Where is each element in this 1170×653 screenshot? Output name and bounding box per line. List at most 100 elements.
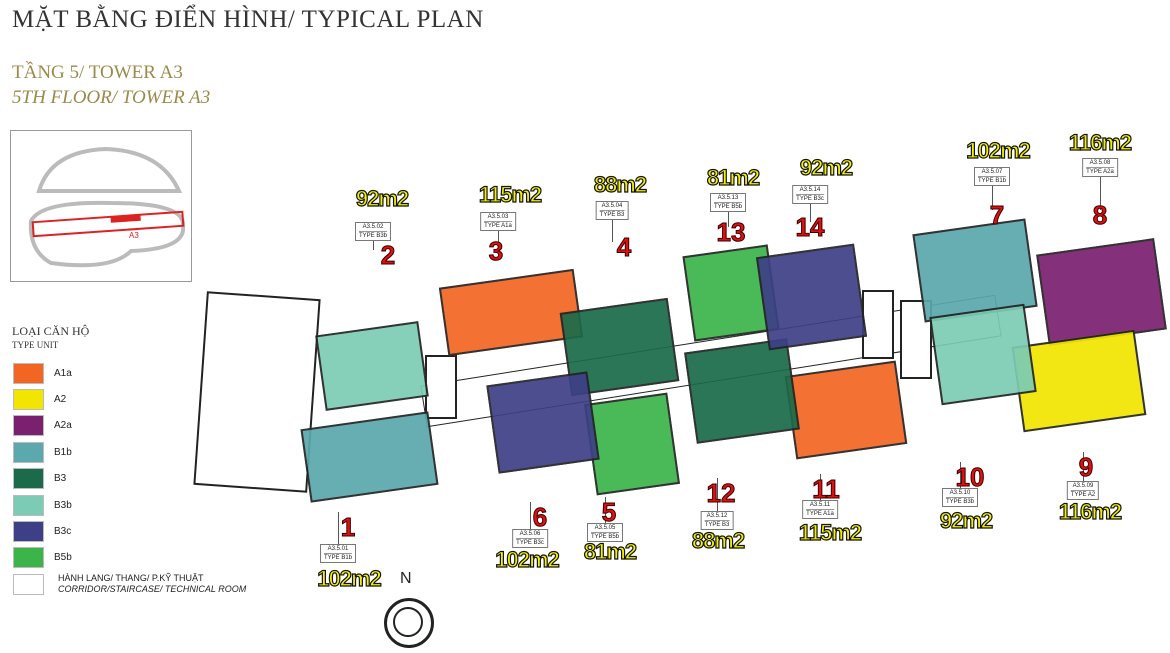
legend-swatch xyxy=(13,389,44,411)
unit-8-block[interactable] xyxy=(1036,238,1167,346)
legend-label: B3b xyxy=(54,499,72,511)
unit-type: TYPE B3 xyxy=(599,210,625,218)
leader-line xyxy=(338,512,339,554)
unit-10-block[interactable] xyxy=(929,303,1037,406)
unit-area: 92m2 xyxy=(799,154,853,180)
unit-number: 3 xyxy=(488,236,504,267)
leader-line xyxy=(717,478,718,521)
unit-number: 10 xyxy=(955,462,985,493)
unit-type: TYPE B5b xyxy=(713,202,743,210)
staircase xyxy=(425,355,457,419)
unit-1-block[interactable] xyxy=(300,411,439,503)
floor-title-en: 5TH FLOOR/ TOWER A3 xyxy=(12,87,211,108)
unit-code: A3.5.03 xyxy=(487,214,509,220)
leader-line xyxy=(992,167,993,210)
legend-item-a2a: A2a xyxy=(13,413,246,439)
legend-swatch xyxy=(13,362,44,384)
unit-code: A3.5.01 xyxy=(327,546,349,552)
unit-area: 88m2 xyxy=(691,527,745,553)
legend-swatch xyxy=(13,494,44,516)
unit-area: 116m2 xyxy=(1068,129,1133,155)
unit-type: TYPE A2 xyxy=(1070,490,1096,498)
unit-number: 8 xyxy=(1092,200,1108,231)
unit-number: 14 xyxy=(795,212,825,243)
unit-type: TYPE A1a xyxy=(806,509,834,517)
unit-code: A3.5.08 xyxy=(1089,160,1111,166)
legend-label: A2a xyxy=(54,420,72,432)
unit-number: 11 xyxy=(812,474,840,505)
unit-14-block[interactable] xyxy=(755,243,868,351)
unit-number: 9 xyxy=(1078,452,1094,483)
unit-type: TYPE B3c xyxy=(516,538,544,546)
unit-number: 1 xyxy=(340,512,356,543)
unit-code: A3.5.11 xyxy=(809,502,831,508)
unit-code: A3.5.14 xyxy=(799,187,821,193)
unit-code: A3.5.12 xyxy=(706,513,728,519)
unit-number: 6 xyxy=(532,502,548,533)
leader-line xyxy=(612,201,613,242)
unit-code: A3.5.05 xyxy=(594,525,616,531)
unit-2-block[interactable] xyxy=(315,321,429,411)
legend-item-b1b: B1b xyxy=(13,439,246,465)
unit-area: 115m2 xyxy=(478,181,543,207)
legend-swatch xyxy=(13,547,44,569)
unit-11-block[interactable] xyxy=(784,360,908,460)
legend-item-b3: B3 xyxy=(13,466,246,492)
legend-subheading: TYPE UNIT xyxy=(12,340,59,350)
unit-code: A3.5.13 xyxy=(717,195,739,201)
unit-number: 13 xyxy=(716,217,746,248)
legend-label: B1b xyxy=(54,446,72,458)
legend-label-vi: HÀNH LANG/ THANG/ P.KỸ THUẬT xyxy=(58,573,204,584)
unit-type: TYPE B5b xyxy=(590,532,620,540)
legend-swatch xyxy=(13,415,44,437)
legend-label: B3c xyxy=(54,526,72,538)
unit-5-block[interactable] xyxy=(584,392,680,496)
unit-area: 116m2 xyxy=(1058,498,1123,524)
unit-number: 12 xyxy=(706,478,736,509)
unit-code: A3.5.04 xyxy=(601,203,623,209)
unit-area: 102m2 xyxy=(317,565,383,591)
unit-12-block[interactable] xyxy=(684,338,800,444)
leader-line xyxy=(1083,452,1084,491)
north-arrow-icon xyxy=(384,598,434,648)
unit-type: TYPE B3c xyxy=(796,194,824,202)
unit-type: TYPE B3b xyxy=(945,497,975,505)
legend-label-en: CORRIDOR/STAIRCASE/ TECHNICAL ROOM xyxy=(58,584,247,595)
leader-line xyxy=(820,474,821,510)
unit-number: 4 xyxy=(616,232,632,263)
legend-item-a2: A2 xyxy=(13,386,246,412)
unit-6-block[interactable] xyxy=(486,371,600,474)
unit-area: 81m2 xyxy=(706,164,760,190)
unit-area: 92m2 xyxy=(355,185,409,211)
unit-code: A3.5.06 xyxy=(519,531,541,537)
unit-area: 88m2 xyxy=(593,171,647,197)
leader-line xyxy=(530,502,531,539)
leader-line xyxy=(1100,158,1101,210)
unit-area: 115m2 xyxy=(798,519,863,545)
unit-type: TYPE B3 xyxy=(704,520,730,528)
unit-number: 2 xyxy=(380,240,396,271)
unit-type: TYPE A1a xyxy=(484,221,512,229)
legend-heading: LOẠI CĂN HỘ xyxy=(12,324,90,338)
legend-label: A2 xyxy=(54,394,67,406)
legend-item-b3c: B3c xyxy=(13,518,246,544)
unit-type: TYPE B3b xyxy=(358,231,388,239)
unit-area: 92m2 xyxy=(939,507,993,533)
unit-area: 102m2 xyxy=(495,546,561,572)
unit-code: A3.5.02 xyxy=(362,224,384,230)
